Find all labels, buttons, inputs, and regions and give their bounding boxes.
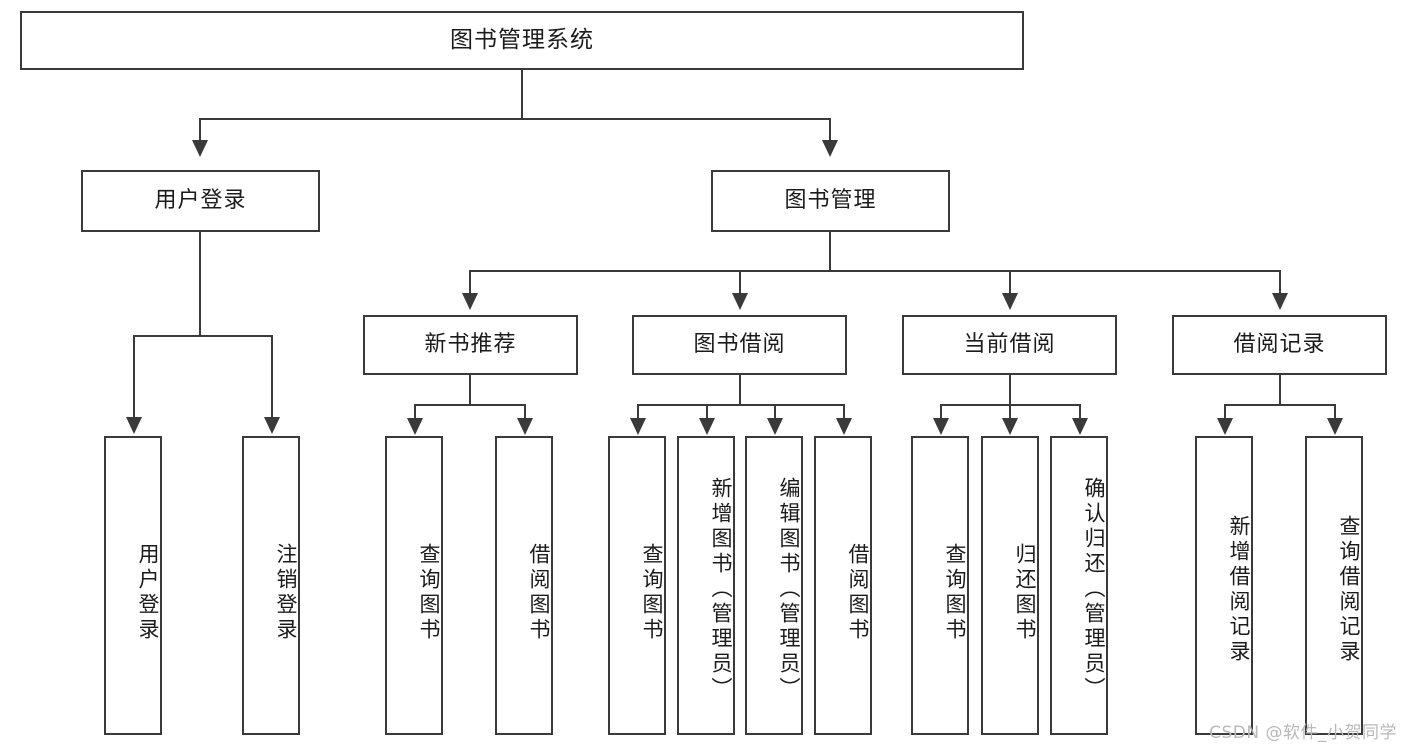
connector-borrow-record-stem (1279, 375, 1281, 405)
node-borrow-record[interactable]: 借阅记录 (1172, 315, 1387, 375)
arrowhead-to-leaf-confirm-return (1072, 418, 1088, 435)
connector-new-book-drop-1 (414, 404, 416, 420)
connector-current-borrow-drop-2 (1009, 404, 1011, 420)
connector-borrow-record-drop-2 (1334, 404, 1336, 420)
connector-root-stem (521, 70, 523, 119)
leaf-query-book-1[interactable]: 查询图书 (385, 436, 443, 735)
connector-current-borrow-stem (1009, 375, 1011, 405)
arrowhead-to-book-borrow (732, 293, 748, 310)
connector-new-book-stem (469, 375, 471, 405)
connector-level2-drop-1 (199, 118, 201, 142)
leaf-add-record[interactable]: 新增借阅记录 (1195, 436, 1253, 735)
connector-new-book-drop-2 (524, 404, 526, 420)
leaf-confirm-return[interactable]: 确认归还（管理员） (1050, 436, 1108, 735)
connector-book-borrow-drop-3 (774, 404, 776, 420)
connector-book-borrow-bar (637, 404, 844, 406)
connector-book-borrow-drop-2 (706, 404, 708, 420)
leaf-borrow-book-2[interactable]: 借阅图书 (814, 436, 872, 735)
leaf-user-login[interactable]: 用户登录 (104, 436, 162, 735)
connector-borrow-record-bar (1224, 404, 1335, 406)
connector-user-login-bar (133, 335, 272, 337)
arrowhead-to-leaf-borrow-book-1 (517, 418, 533, 435)
connector-level3-drop-1 (469, 270, 471, 295)
connector-user-login-stem (199, 232, 201, 336)
arrowhead-to-leaf-add-book (699, 418, 715, 435)
connector-book-borrow-stem (739, 375, 741, 405)
leaf-borrow-book-1[interactable]: 借阅图书 (495, 436, 553, 735)
leaf-edit-book[interactable]: 编辑图书（管理员） (745, 436, 803, 735)
connector-book-borrow-drop-1 (637, 404, 639, 420)
arrowhead-to-current-borrow (1002, 293, 1018, 310)
leaf-query-book-3[interactable]: 查询图书 (911, 436, 969, 735)
leaf-query-book-2[interactable]: 查询图书 (608, 436, 666, 735)
arrowhead-to-leaf-query-book-1 (407, 418, 423, 435)
arrowhead-to-leaf-borrow-book-2 (836, 418, 852, 435)
arrowhead-to-leaf-edit-book (767, 418, 783, 435)
connector-book-manage-stem (829, 232, 831, 271)
arrowhead-to-new-book-recommend (462, 293, 478, 310)
arrowhead-to-leaf-query-record (1327, 418, 1343, 435)
leaf-add-book[interactable]: 新增图书（管理员） (677, 436, 735, 735)
connector-level3-drop-2 (739, 270, 741, 295)
arrowhead-to-leaf-query-book-3 (933, 418, 949, 435)
arrowhead-to-leaf-return-book (1002, 418, 1018, 435)
arrowhead-to-book-manage (822, 140, 838, 157)
node-root-system[interactable]: 图书管理系统 (20, 11, 1024, 70)
arrowhead-to-leaf-user-login (126, 417, 142, 434)
connector-user-login-drop-2 (271, 335, 273, 419)
connector-user-login-drop-1 (133, 335, 135, 419)
connector-borrow-record-drop-1 (1224, 404, 1226, 420)
arrowhead-to-leaf-logout-login (264, 417, 280, 434)
node-book-borrow[interactable]: 图书借阅 (632, 315, 847, 375)
connector-level3-bar (469, 270, 1281, 272)
node-new-book-recommend[interactable]: 新书推荐 (363, 315, 578, 375)
arrowhead-to-leaf-query-book-2 (630, 418, 646, 435)
leaf-return-book[interactable]: 归还图书 (981, 436, 1039, 735)
node-user-login[interactable]: 用户登录 (81, 170, 320, 232)
connector-level3-drop-4 (1279, 270, 1281, 295)
connector-level2-drop-2 (829, 118, 831, 142)
node-book-manage[interactable]: 图书管理 (711, 170, 950, 232)
arrowhead-to-leaf-add-record (1217, 418, 1233, 435)
connector-book-borrow-drop-4 (843, 404, 845, 420)
arrowhead-to-borrow-record (1272, 293, 1288, 310)
connector-current-borrow-drop-3 (1079, 404, 1081, 420)
connector-level3-drop-3 (1009, 270, 1011, 295)
node-current-borrow[interactable]: 当前借阅 (902, 315, 1117, 375)
connector-level2-bar (199, 118, 831, 120)
leaf-logout-login[interactable]: 注销登录 (242, 436, 300, 735)
connector-current-borrow-drop-1 (940, 404, 942, 420)
leaf-query-record[interactable]: 查询借阅记录 (1305, 436, 1363, 735)
watermark-text: CSDN @软件_小贺同学 (1209, 723, 1397, 743)
connector-new-book-bar (414, 404, 525, 406)
arrowhead-to-user-login (192, 140, 208, 157)
